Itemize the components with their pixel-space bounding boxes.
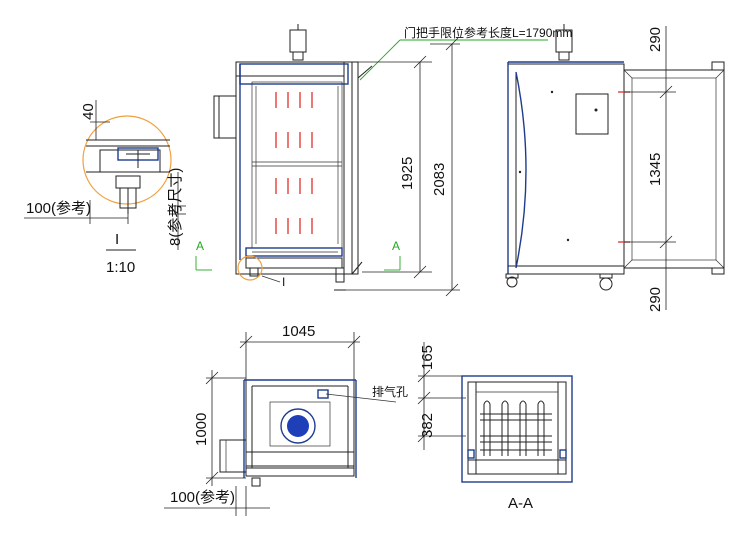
section-arrow-left: A xyxy=(195,239,212,271)
plan-dim-ref: 100(参考) xyxy=(170,489,235,506)
detail-view-i: 40 100(参考) 8(参考尺寸) I 1:10 xyxy=(24,100,186,276)
side-control-box xyxy=(575,93,609,135)
section-label: A-A xyxy=(508,495,533,512)
front-dim-2083: 2083 xyxy=(431,163,448,196)
detail-circle xyxy=(82,115,172,205)
side-door-arc xyxy=(515,71,527,269)
plan-exhaust-label: 排气孔 xyxy=(372,384,408,399)
front-heaters xyxy=(275,92,313,234)
plan-fan-inner xyxy=(287,415,309,437)
front-side-box xyxy=(213,95,237,139)
section-dim-165: 165 xyxy=(419,345,436,370)
plan-fan-outer xyxy=(280,408,316,444)
front-dim-1925: 1925 xyxy=(399,157,416,190)
plan-view: 1045 排气孔 1000 100(参考) xyxy=(164,323,408,516)
side-dim-bottom: 290 xyxy=(647,287,664,312)
detail-bracket xyxy=(99,149,161,173)
front-detail-marker xyxy=(237,255,263,281)
front-note-leader xyxy=(359,39,401,81)
plan-dim-width: 1045 xyxy=(282,323,315,340)
plan-side-box xyxy=(219,439,247,473)
front-bottom-rail xyxy=(245,247,343,257)
front-view: I A A 门把手限位参考长度L=1790mm 1925 2083 xyxy=(195,24,572,297)
section-body xyxy=(461,375,573,483)
section-dim-382: 382 xyxy=(419,413,436,438)
detail-dim-100: 100(参考) xyxy=(26,200,91,217)
side-caster-right xyxy=(599,277,613,291)
front-detail-ref: I xyxy=(282,275,285,289)
detail-caster-mount xyxy=(115,175,141,189)
detail-label: I xyxy=(115,231,119,248)
section-aa-view: 165 382 A-A xyxy=(417,342,573,512)
front-chamber xyxy=(251,81,343,249)
plan-dim-depth: 1000 xyxy=(193,413,210,446)
side-caster-left xyxy=(506,276,518,288)
front-motor xyxy=(289,29,307,53)
plan-chamber xyxy=(269,401,331,447)
front-note: 门把手限位参考长度L=1790mm xyxy=(404,25,572,40)
svg-text:A: A xyxy=(196,239,204,253)
side-view: 290 1345 290 xyxy=(505,24,725,312)
detail-dim-40: 40 xyxy=(80,103,97,120)
side-dim-top: 290 xyxy=(647,27,664,52)
side-dim-mid: 1345 xyxy=(647,153,664,186)
section-heater-coils xyxy=(480,400,552,456)
front-body xyxy=(235,61,359,275)
section-arrow-right: A xyxy=(384,239,401,271)
front-blue-top xyxy=(239,63,349,85)
detail-scale: 1:10 xyxy=(106,259,135,276)
svg-text:A: A xyxy=(392,239,400,253)
detail-dim-8: 8(参考尺寸) xyxy=(167,168,184,246)
side-door-panel xyxy=(623,69,725,269)
